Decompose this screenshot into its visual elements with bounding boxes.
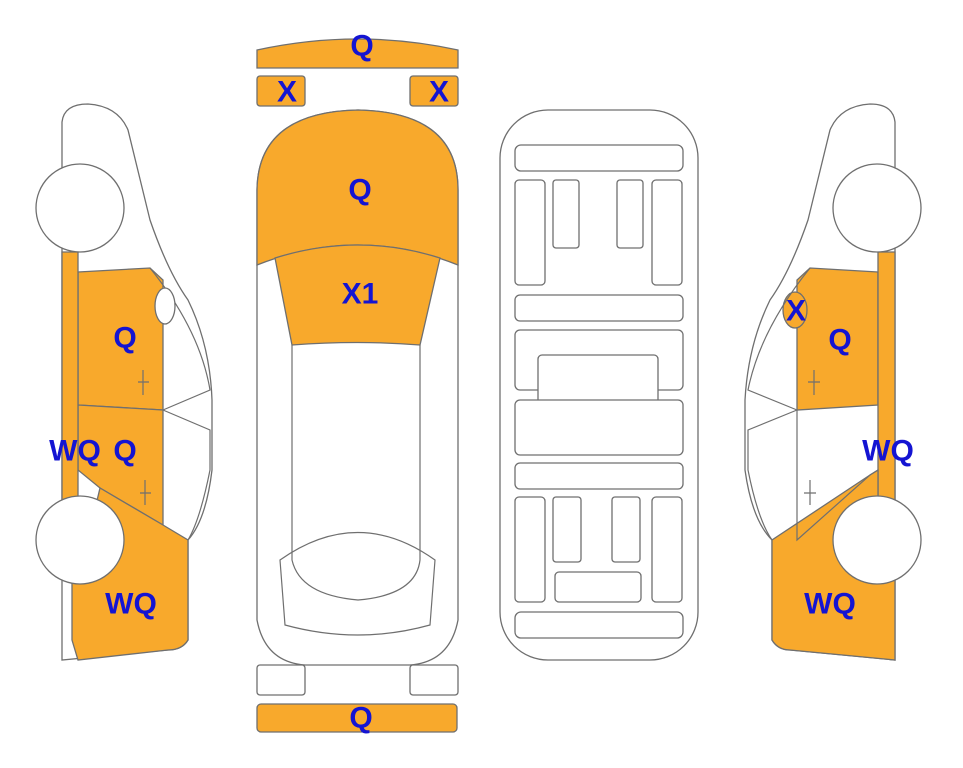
under-panel-10 <box>514 462 684 490</box>
under-panel-11 <box>514 496 546 603</box>
under-panel-13 <box>611 496 641 563</box>
top-left-taillight <box>256 664 306 696</box>
under-panel-14 <box>651 496 683 603</box>
left-window-line <box>149 267 211 411</box>
under-panel-4 <box>616 179 644 249</box>
left-front-wheel <box>35 163 125 253</box>
right-front-handle <box>808 370 820 395</box>
right-mirror[interactable] <box>782 291 808 329</box>
right-rear-handle <box>804 480 816 505</box>
code-top-rear-bumper: Q <box>349 702 372 735</box>
left-window-line-2 <box>162 409 211 541</box>
code-right-mirror: X <box>786 295 806 328</box>
top-view <box>256 38 459 733</box>
code-right-rocker: WQ <box>862 435 914 468</box>
code-top-left-headlight: X <box>277 76 297 109</box>
code-left-rear-door: Q <box>113 435 136 468</box>
under-panel-2 <box>514 179 546 286</box>
top-front-bumper[interactable] <box>256 38 459 69</box>
under-panel-16 <box>514 611 684 639</box>
right-window-line <box>747 267 811 411</box>
under-panel-15 <box>554 571 642 603</box>
top-left-headlight[interactable] <box>256 75 306 107</box>
left-rear-handle <box>140 480 151 505</box>
damage-code-labels: Q X X Q X1 Q Q Q WQ WQ X Q WQ WQ <box>49 30 914 735</box>
code-left-rear-quarter: WQ <box>105 588 157 621</box>
under-panel-6 <box>514 294 684 322</box>
top-roof-outline <box>291 345 421 601</box>
under-panel-1 <box>514 144 684 172</box>
right-rear-door-line <box>796 410 879 542</box>
top-rear-bumper[interactable] <box>256 703 458 733</box>
top-windshield[interactable] <box>274 244 441 346</box>
code-left-front-door: Q <box>113 322 136 355</box>
left-side-view <box>35 103 213 661</box>
right-front-wheel <box>832 163 922 253</box>
top-right-taillight <box>409 664 459 696</box>
code-right-front-door: Q <box>828 324 851 357</box>
right-side-view <box>744 103 922 661</box>
top-rear-glass-outline <box>279 531 436 636</box>
under-panel-5 <box>651 179 683 286</box>
left-front-handle <box>138 370 149 395</box>
left-mirror <box>154 287 176 325</box>
underbody-view <box>499 109 699 661</box>
code-left-rocker: WQ <box>49 435 101 468</box>
code-right-rear-quarter: WQ <box>804 588 856 621</box>
under-panel-9 <box>514 399 684 456</box>
code-top-windshield: X1 <box>342 278 379 311</box>
right-rear-wheel <box>832 495 922 585</box>
left-rear-wheel <box>35 495 125 585</box>
under-panel-12 <box>552 496 582 563</box>
code-top-front-bumper: Q <box>350 30 373 63</box>
right-window-line-2 <box>747 409 798 541</box>
code-top-right-headlight: X <box>429 76 449 109</box>
code-top-hood: Q <box>348 174 371 207</box>
top-right-headlight[interactable] <box>409 75 459 107</box>
under-panel-3 <box>552 179 580 249</box>
